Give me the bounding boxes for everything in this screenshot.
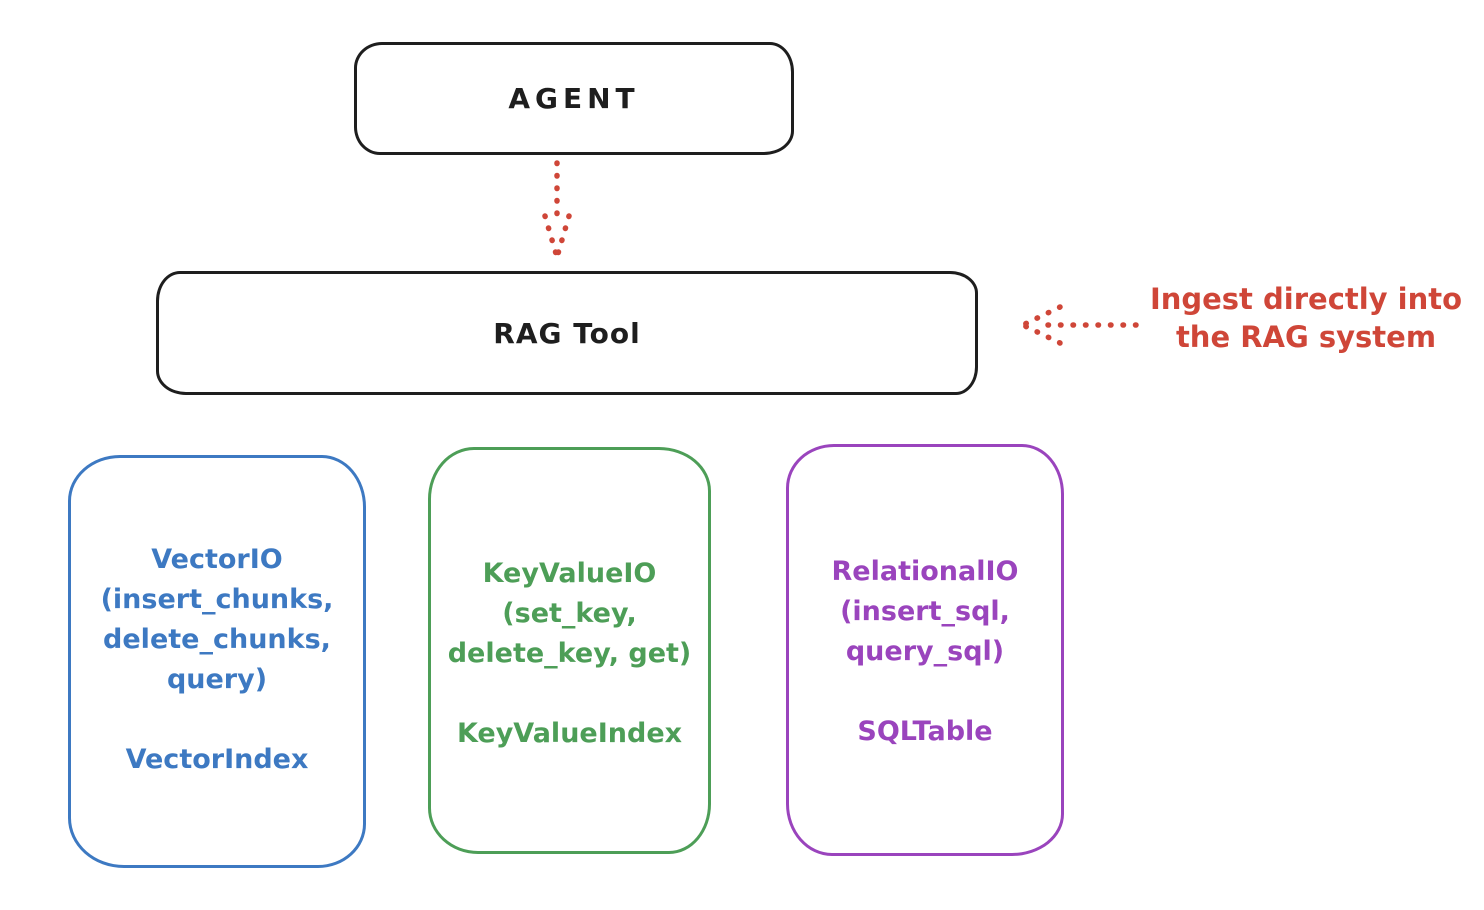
vector-index-label: VectorIndex [125, 744, 309, 775]
rag-tool-label: RAG Tool [493, 316, 641, 350]
keyvalue-io-methods-line: delete_key, get) [447, 638, 692, 669]
agent-label: AGENT [508, 82, 640, 115]
left-arrow-icon [1020, 304, 1139, 346]
vector-io-box: VectorIO (insert_chunks, delete_chunks, … [68, 455, 366, 868]
keyvalue-index-label: KeyValueIndex [456, 718, 683, 749]
ingest-annotation-line2: the RAG system [1175, 320, 1437, 354]
vector-io-methods-line: delete_chunks, [103, 624, 331, 655]
rag-tool-box: RAG Tool [156, 271, 978, 395]
keyvalue-io-box: KeyValueIO (set_key, delete_key, get) Ke… [428, 447, 711, 854]
relational-io-methods-line: (insert_sql, [840, 596, 1010, 627]
relational-io-title: RelationalIO [831, 556, 1019, 587]
keyvalue-io-title: KeyValueIO [482, 558, 657, 589]
ingest-annotation: Ingest directly into the RAG system [1128, 280, 1484, 356]
relational-io-box: RelationalIO (insert_sql, query_sql) SQL… [786, 444, 1064, 856]
vector-io-methods-line: query) [166, 664, 268, 695]
vector-io-methods-line: (insert_chunks, [100, 584, 334, 615]
keyvalue-io-methods-line: (set_key, [502, 598, 637, 629]
agent-box: AGENT [354, 42, 794, 155]
sql-table-label: SQLTable [857, 716, 993, 747]
relational-io-methods-line: query_sql) [845, 636, 1005, 667]
vector-io-title: VectorIO [151, 544, 283, 575]
ingest-annotation-line1: Ingest directly into [1149, 282, 1463, 316]
down-arrow-icon [542, 160, 572, 260]
